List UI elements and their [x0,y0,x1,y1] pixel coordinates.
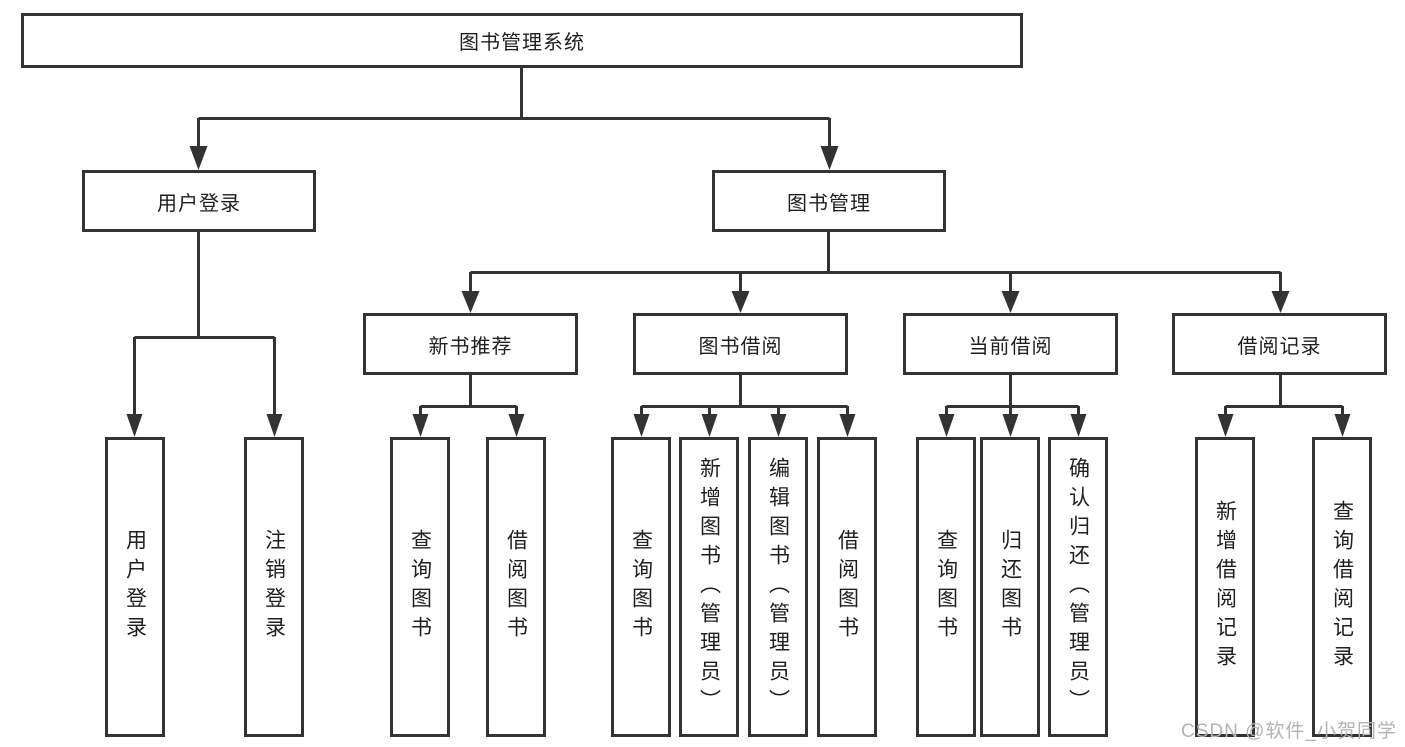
leaf-label: 新增图书（管理员） [697,456,721,718]
leaf-label: 注销登录 [262,529,286,645]
node-user-login: 用户登录 [82,170,316,232]
node-current-borrow: 当前借阅 [903,313,1118,375]
node-leaf-query-book-2: 查询图书 [611,437,671,737]
leaf-label: 新增借阅记录 [1213,500,1237,674]
leaf-label: 确认归还（管理员） [1066,456,1090,718]
leaf-label: 查询图书 [629,529,653,645]
arrowheads [126,146,1351,437]
node-leaf-logout-login: 注销登录 [244,437,304,737]
leaf-label: 查询图书 [408,529,432,645]
node-leaf-query-book-3: 查询图书 [916,437,976,737]
node-leaf-borrow-book-1: 借阅图书 [486,437,546,737]
node-leaf-query-borrow-record: 查询借阅记录 [1312,437,1372,737]
leaf-label: 编辑图书（管理员） [766,456,790,718]
watermark: CSDN @软件_小贺同学 [1181,721,1397,742]
node-leaf-add-borrow-record: 新增借阅记录 [1195,437,1255,737]
node-leaf-add-book-admin: 新增图书（管理员） [679,437,739,737]
node-new-book-recommend: 新书推荐 [363,313,578,375]
node-leaf-query-book-1: 查询图书 [390,437,450,737]
leaf-label: 归还图书 [998,529,1022,645]
leaf-label: 用户登录 [123,529,147,645]
node-leaf-user-login: 用户登录 [105,437,165,737]
node-root: 图书管理系统 [21,13,1023,68]
leaf-label: 借阅图书 [835,529,859,645]
node-leaf-return-book: 归还图书 [980,437,1040,737]
leaf-label: 查询借阅记录 [1330,500,1354,674]
node-book-borrow: 图书借阅 [633,313,848,375]
leaf-label: 借阅图书 [504,529,528,645]
node-book-management: 图书管理 [712,170,946,232]
node-leaf-confirm-return-admin: 确认归还（管理员） [1048,437,1108,737]
leaf-label: 查询图书 [934,529,958,645]
node-leaf-edit-book-admin: 编辑图书（管理员） [748,437,808,737]
node-leaf-borrow-book-2: 借阅图书 [817,437,877,737]
node-borrow-records: 借阅记录 [1172,313,1387,375]
